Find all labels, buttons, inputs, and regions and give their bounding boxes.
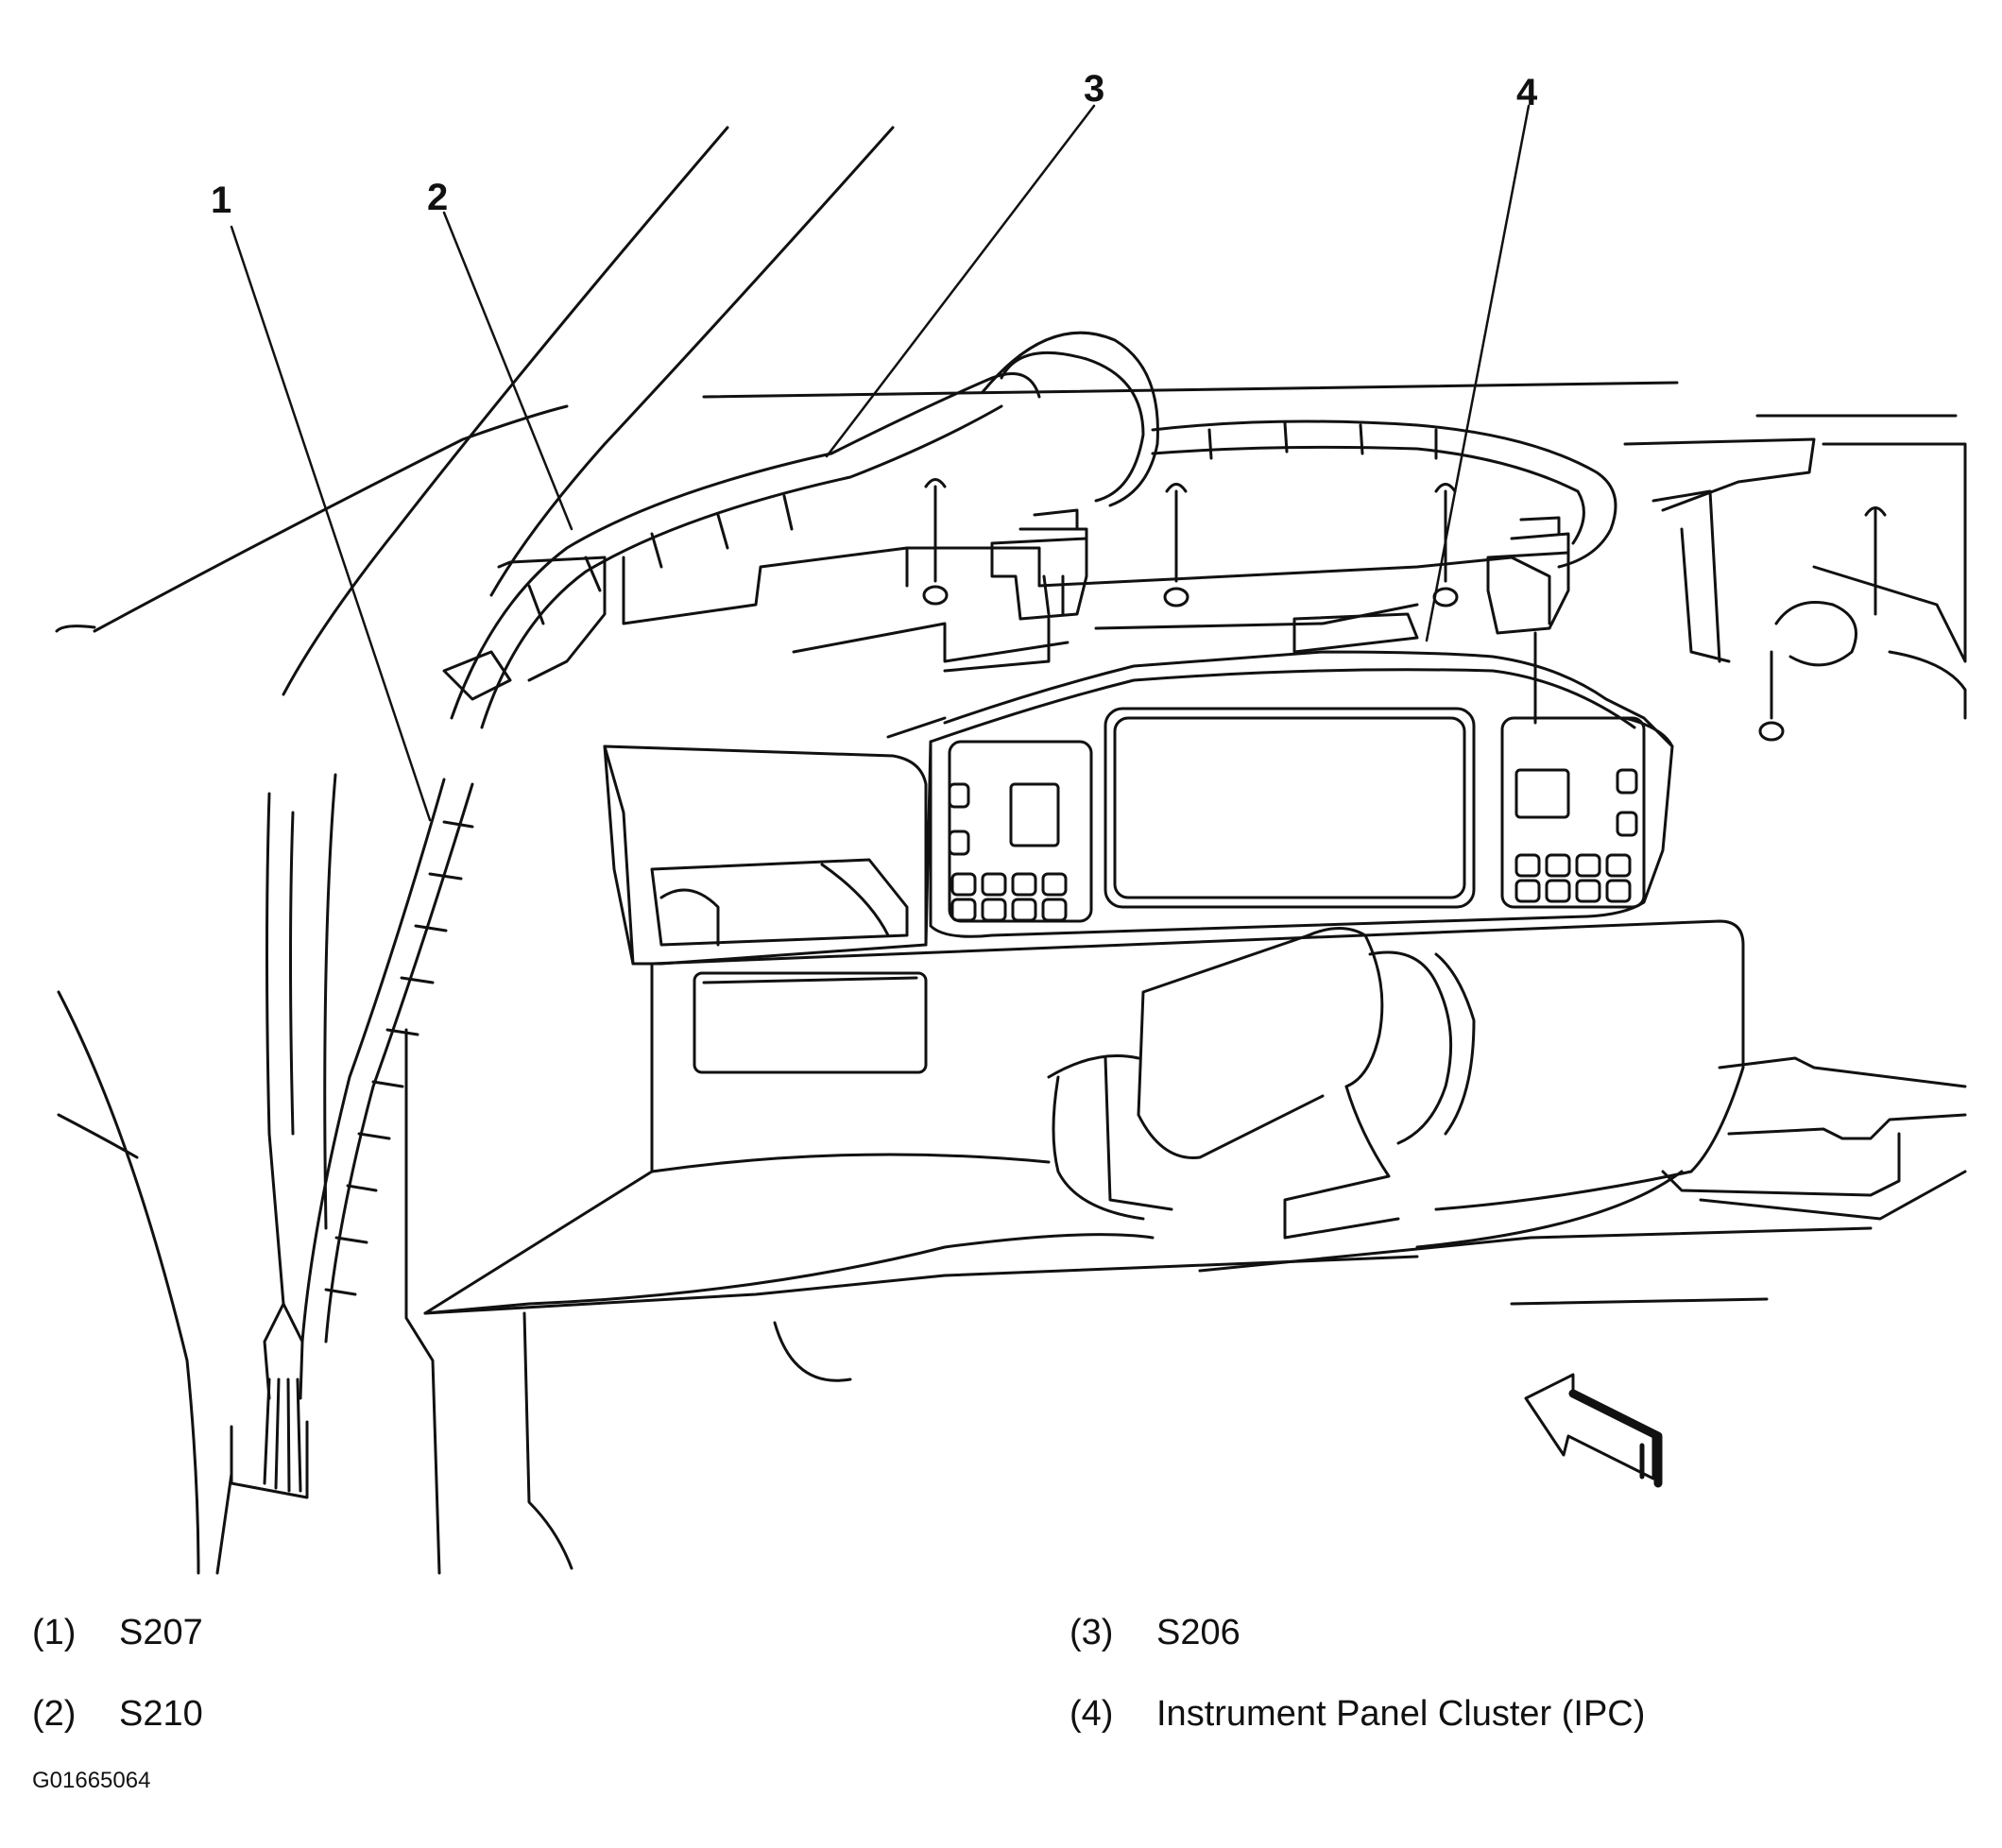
legend-item-1: (1) S207	[32, 1615, 203, 1651]
legend-number: (4)	[1069, 1694, 1114, 1734]
callout-2: 2	[427, 177, 449, 218]
mounting-studs	[922, 478, 1887, 742]
instrument-panel-left	[603, 716, 947, 966]
dash-wiring-harness	[442, 331, 1617, 729]
windshield-frame-lines	[55, 126, 1679, 696]
legend-number: (2)	[32, 1694, 77, 1734]
a-pillar-trim	[57, 990, 573, 1575]
callout-leaders	[230, 104, 1531, 822]
floor-contour	[773, 1321, 852, 1382]
callout-1: 1	[211, 180, 232, 221]
leader-line-2	[442, 211, 573, 531]
callout-3: 3	[1084, 68, 1105, 110]
instrument-panel-cluster	[929, 612, 1674, 938]
legend-item-3: (3) S206	[1069, 1615, 1241, 1651]
legend-label: S206	[1156, 1613, 1241, 1652]
dash-support-structure	[497, 414, 1967, 720]
legend-label: S210	[119, 1694, 203, 1734]
steering-column	[1047, 927, 1693, 1240]
figure-id: G01665064	[32, 1768, 151, 1793]
leader-line-1	[230, 225, 432, 822]
leader-line-3	[825, 104, 1096, 458]
legend-label: Instrument Panel Cluster (IPC)	[1156, 1694, 1646, 1734]
legend-number: (3)	[1069, 1613, 1114, 1652]
legend-number: (1)	[32, 1613, 77, 1652]
view-direction-arrow-icon	[1524, 1373, 1663, 1488]
callout-4: 4	[1516, 72, 1538, 113]
lower-instrument-panel	[423, 919, 1745, 1315]
legend-label: S207	[119, 1613, 203, 1652]
leader-line-4	[1425, 104, 1531, 642]
wiring-location-illustration	[55, 104, 1967, 1575]
legend-item-2: (2) S210	[32, 1696, 203, 1732]
pillar-wiring-harness	[263, 773, 474, 1493]
legend-item-4: (4) Instrument Panel Cluster (IPC)	[1069, 1696, 1645, 1732]
right-lower-structure	[1198, 1056, 1967, 1306]
